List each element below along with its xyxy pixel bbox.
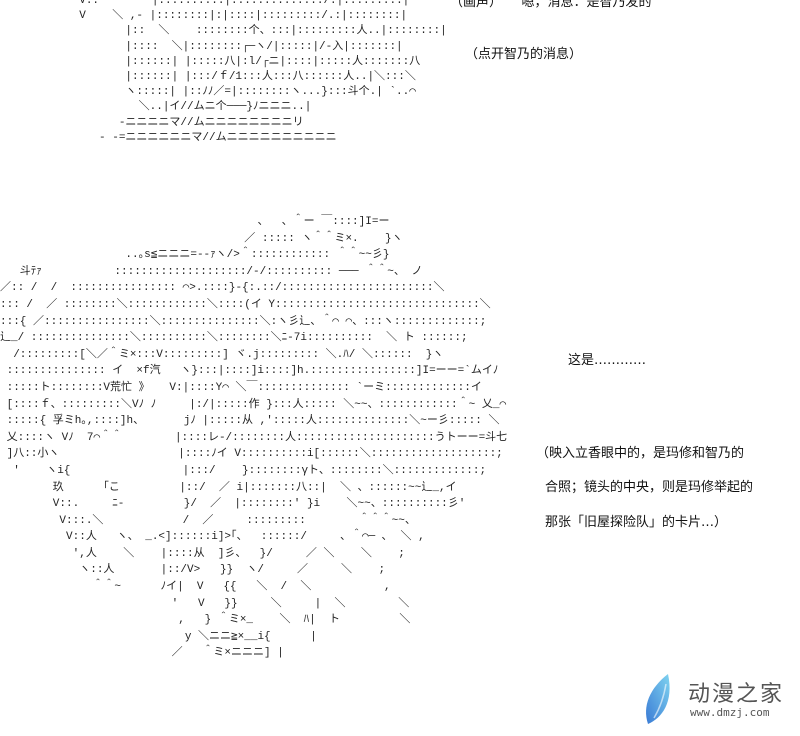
logo-name: 动漫之家 (688, 682, 785, 707)
watermark-logo: 动漫之家 www.dmzj.com (640, 670, 800, 730)
caption-open-message: （点开智乃的消息） (465, 47, 583, 62)
caption-description-line-3: 那张「旧屋探险队」的卡片…） (545, 515, 728, 530)
logo-url: www.dmzj.com (690, 706, 770, 719)
caption-top-cut: （画声） 嗯，消息：是智乃发的 (450, 0, 652, 10)
ascii-art-bottom: 、 、＾ー ￣::::]I=ー ／ ::::: ヽ＾＾ミ×. }ヽ ..｡s≦ニ… (0, 216, 508, 660)
caption-this-is: 这是………… (568, 353, 647, 368)
caption-description-line-1: （映入立香眼中的，是玛修和智乃的 (536, 446, 745, 461)
ascii-art-top: V:. |::::::::::|::::::::::::::/.|:::::::… (79, 0, 447, 144)
caption-description-line-2: 合照；镜头的中央，则是玛修举起的 (545, 480, 754, 495)
wing-icon (646, 674, 670, 724)
